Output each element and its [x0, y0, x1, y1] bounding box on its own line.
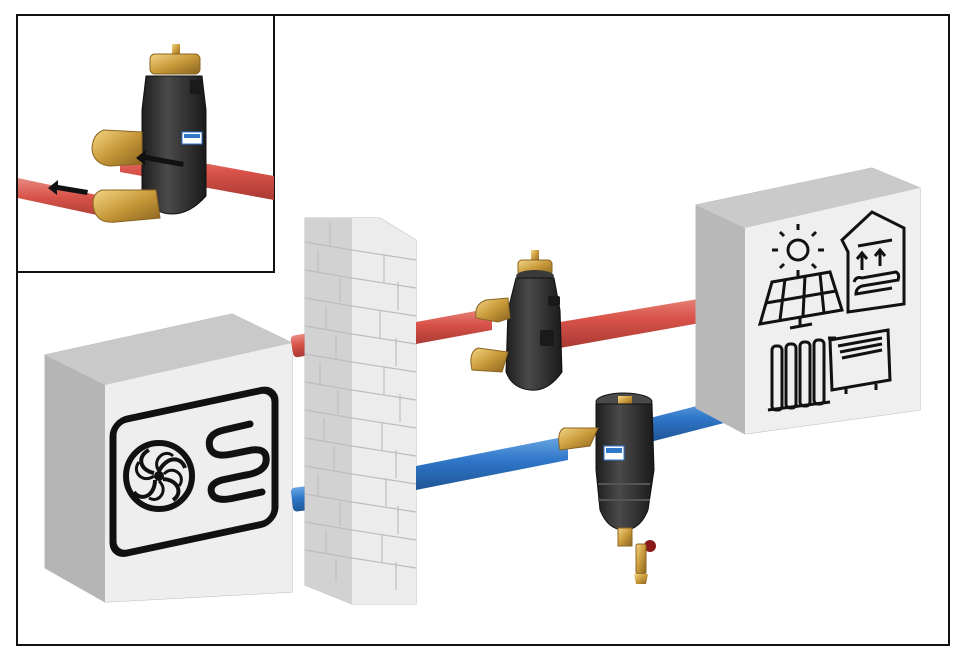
arrow-left-icon [48, 180, 88, 195]
arrow-left-icon [136, 150, 184, 167]
indoor-heating-system [695, 167, 921, 435]
air-separator-supply-line [470, 250, 563, 391]
sun-icon [772, 224, 824, 276]
fan-icon [123, 440, 195, 512]
return-pipe-inside-left [416, 436, 568, 490]
outdoor-heat-pump-unit [44, 313, 293, 603]
building-wall [304, 217, 417, 605]
house-storage-tank-icon [840, 210, 906, 314]
supply-pipe-inside-left [416, 308, 492, 344]
fan-and-coil-icon [109, 386, 279, 557]
brick-wall-icon [304, 222, 417, 590]
solar-panel-icon [757, 270, 844, 330]
radiator-icon [767, 336, 836, 412]
dirt-separator-icon [558, 392, 656, 584]
wall-heater-icon [828, 328, 892, 394]
inset-detail-panel [16, 14, 275, 273]
supply-pipe-inside-right [560, 294, 728, 348]
air-vent-valve-icon [470, 250, 563, 391]
dirt-magnetite-separator-return-line [558, 392, 656, 584]
air-separator-detail [91, 44, 207, 223]
coil-icon [205, 420, 270, 503]
flow-arrows [48, 150, 184, 195]
